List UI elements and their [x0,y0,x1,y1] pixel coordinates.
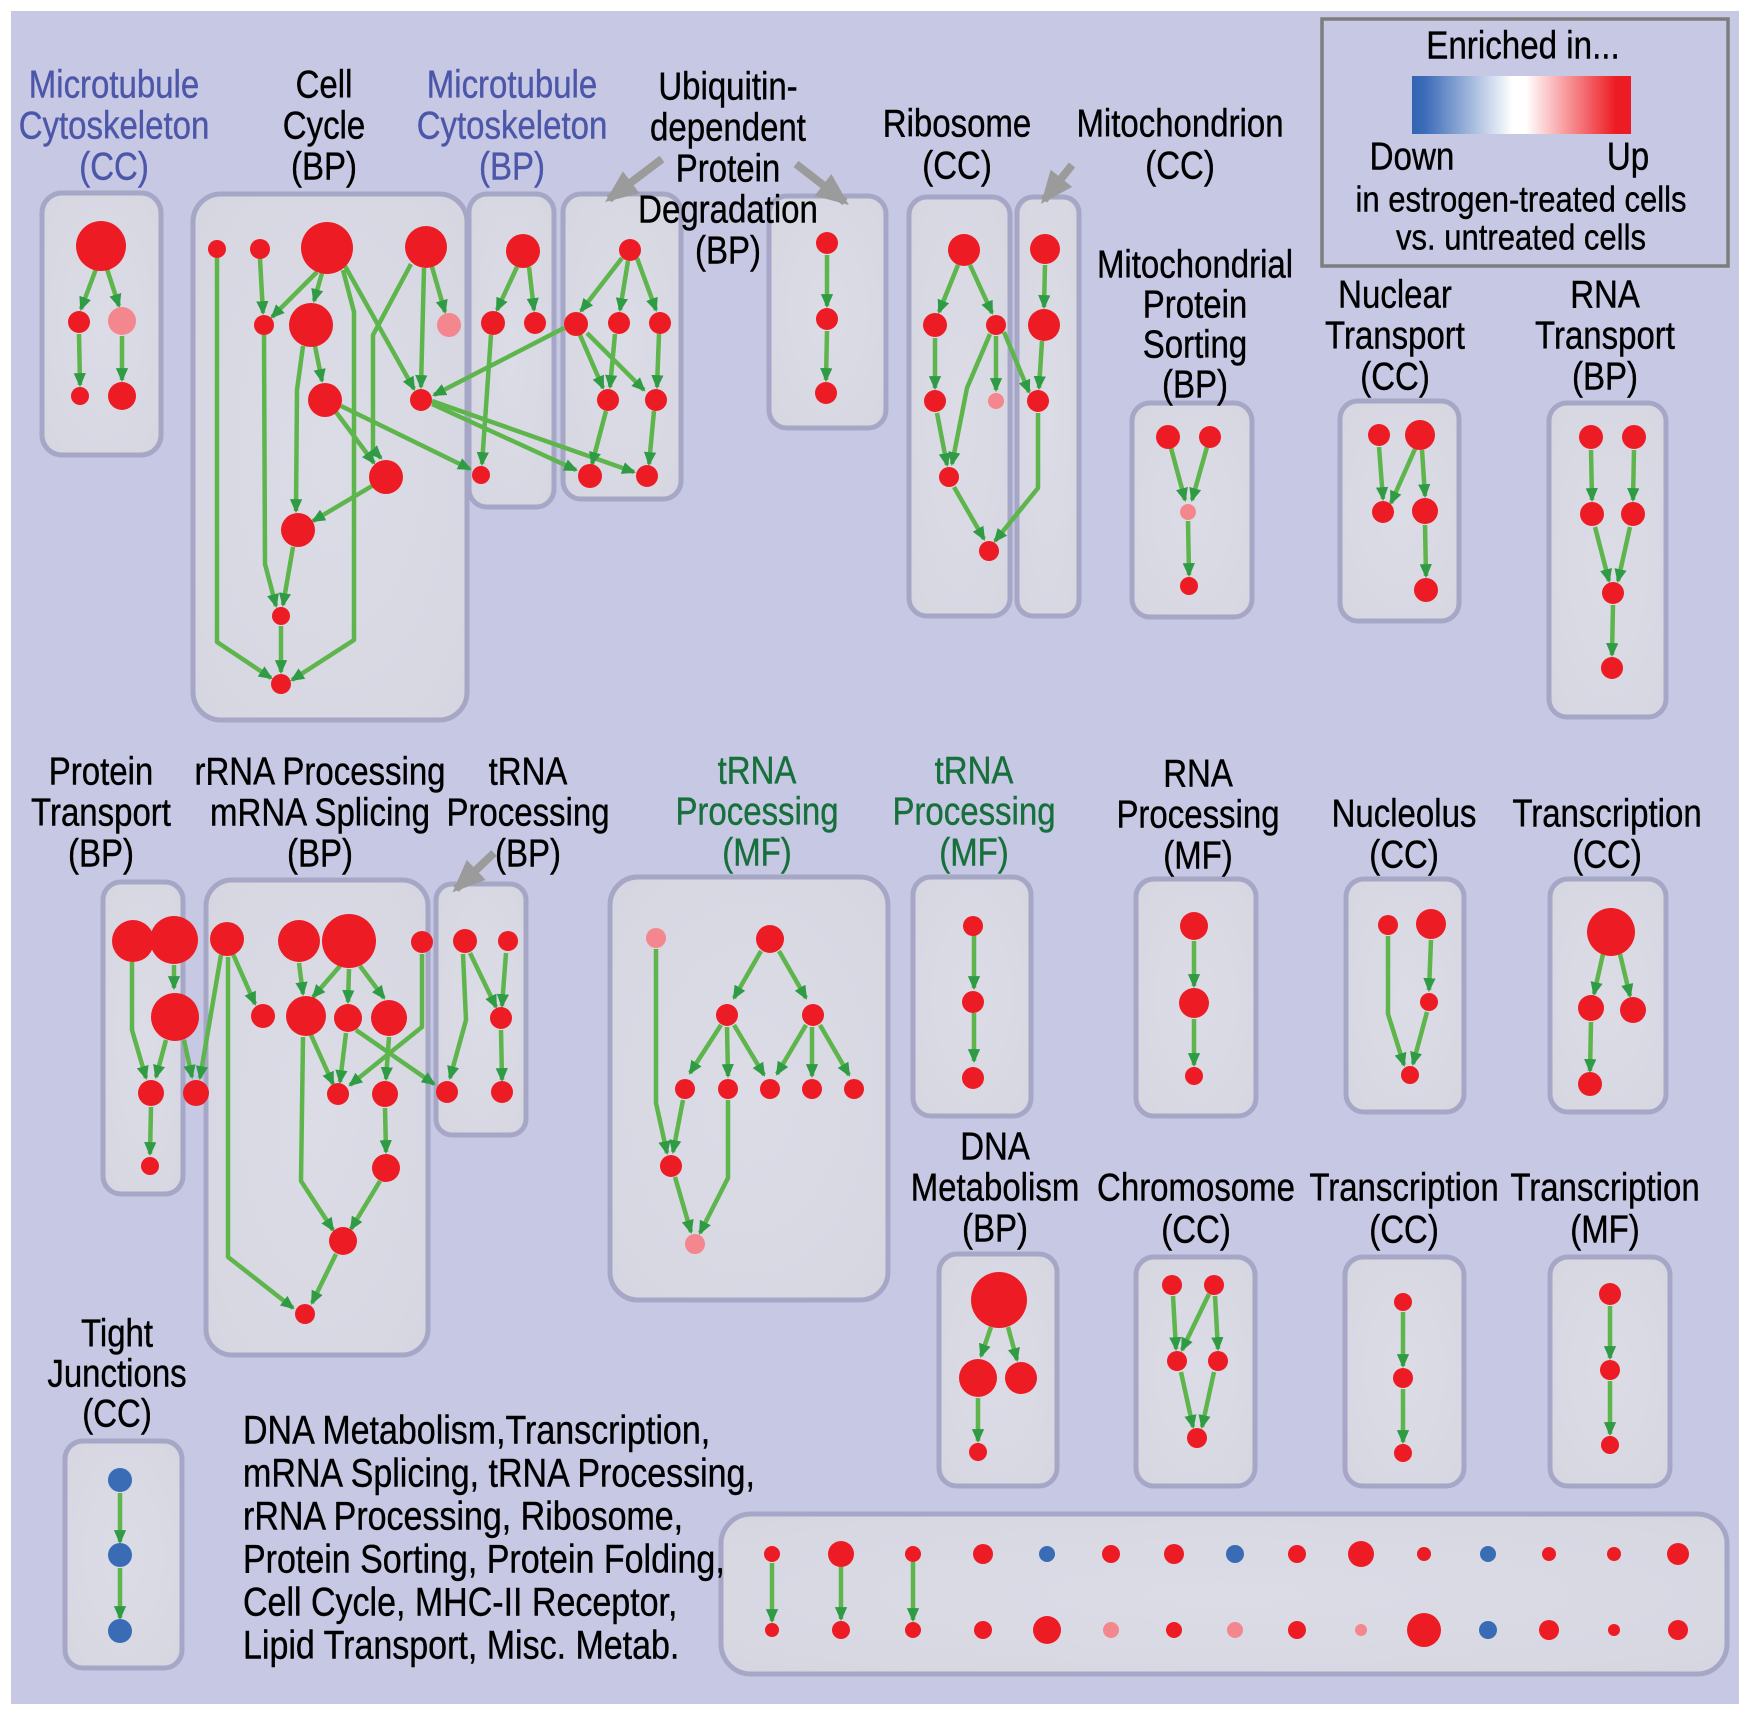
svg-text:(MF): (MF) [1163,833,1233,877]
svg-text:Nuclear: Nuclear [1338,272,1452,316]
svg-text:Chromosome: Chromosome [1097,1165,1295,1209]
svg-text:Protein: Protein [1143,282,1247,326]
svg-text:Ribosome: Ribosome [883,101,1031,145]
svg-text:Protein: Protein [676,146,780,190]
svg-text:tRNA: tRNA [935,748,1014,792]
svg-text:(CC): (CC) [1360,354,1430,398]
svg-text:(CC): (CC) [1161,1207,1231,1251]
svg-text:Transport: Transport [31,790,171,834]
svg-text:Transcription: Transcription [1309,1165,1498,1209]
svg-text:Cell Cycle, MHC-II Receptor,: Cell Cycle, MHC-II Receptor, [243,1579,677,1624]
svg-text:mRNA Splicing, tRNA Processing: mRNA Splicing, tRNA Processing, [243,1450,755,1495]
svg-text:Processing: Processing [675,789,838,833]
svg-text:(BP): (BP) [1572,354,1638,398]
svg-text:(MF): (MF) [1570,1207,1640,1251]
svg-text:RNA: RNA [1570,272,1640,316]
svg-text:(BP): (BP) [479,144,545,188]
svg-text:(MF): (MF) [939,830,1009,874]
svg-text:(BP): (BP) [1162,362,1228,406]
svg-text:rRNA Processing, Ribosome,: rRNA Processing, Ribosome, [243,1493,683,1538]
svg-text:(BP): (BP) [495,831,561,875]
svg-text:Microtubule: Microtubule [427,62,597,106]
svg-text:Metabolism: Metabolism [911,1165,1080,1209]
svg-text:Ubiquitin-: Ubiquitin- [658,64,797,108]
svg-text:Microtubule: Microtubule [29,62,199,106]
svg-text:DNA Metabolism,Transcription,: DNA Metabolism,Transcription, [243,1407,710,1452]
svg-text:(CC): (CC) [79,144,149,188]
svg-text:Processing: Processing [446,790,609,834]
svg-text:Enriched in...: Enriched in... [1426,23,1619,67]
svg-text:Transcription: Transcription [1510,1165,1699,1209]
svg-text:Tight: Tight [81,1311,153,1355]
svg-text:(BP): (BP) [68,831,134,875]
svg-text:Transport: Transport [1325,313,1465,357]
svg-text:Up: Up [1607,134,1649,178]
svg-text:Transport: Transport [1535,313,1675,357]
svg-text:Degradation: Degradation [638,187,818,231]
svg-text:(BP): (BP) [291,144,357,188]
svg-text:Cytoskeleton: Cytoskeleton [417,103,608,147]
svg-text:(CC): (CC) [1369,832,1439,876]
svg-text:Processing: Processing [892,789,1055,833]
svg-text:(MF): (MF) [722,830,792,874]
svg-text:(CC): (CC) [82,1391,152,1435]
svg-text:(CC): (CC) [1145,143,1215,187]
svg-text:(BP): (BP) [287,831,353,875]
svg-text:(BP): (BP) [962,1206,1028,1250]
svg-text:Cytoskeleton: Cytoskeleton [19,103,210,147]
svg-text:Lipid Transport, Misc. Metab.: Lipid Transport, Misc. Metab. [243,1622,679,1667]
svg-text:vs. untreated cells: vs. untreated cells [1396,217,1646,258]
svg-text:Cell: Cell [296,62,353,106]
svg-text:mRNA Splicing: mRNA Splicing [210,790,430,834]
svg-text:DNA: DNA [960,1124,1030,1168]
svg-text:(CC): (CC) [922,143,992,187]
svg-text:Processing: Processing [1116,792,1279,836]
svg-text:(CC): (CC) [1369,1207,1439,1251]
svg-text:Protein Sorting, Protein Foldi: Protein Sorting, Protein Folding, [243,1536,725,1581]
svg-text:Mitochondrial: Mitochondrial [1097,242,1293,286]
svg-text:tRNA: tRNA [718,748,797,792]
svg-text:Junctions: Junctions [47,1351,186,1395]
svg-text:Sorting: Sorting [1143,322,1247,366]
svg-text:rRNA Processing: rRNA Processing [194,749,445,793]
svg-text:RNA: RNA [1163,751,1233,795]
svg-text:Transcription: Transcription [1512,791,1701,835]
svg-text:(CC): (CC) [1572,832,1642,876]
svg-text:in estrogen-treated cells: in estrogen-treated cells [1356,179,1687,220]
svg-text:Protein: Protein [49,749,153,793]
svg-text:Cycle: Cycle [283,103,365,147]
svg-text:dependent: dependent [650,105,806,149]
svg-text:tRNA: tRNA [489,749,568,793]
svg-text:Nucleolus: Nucleolus [1332,791,1477,835]
svg-text:(BP): (BP) [695,228,761,272]
svg-text:Mitochondrion: Mitochondrion [1076,101,1283,145]
svg-text:Down: Down [1370,134,1455,178]
